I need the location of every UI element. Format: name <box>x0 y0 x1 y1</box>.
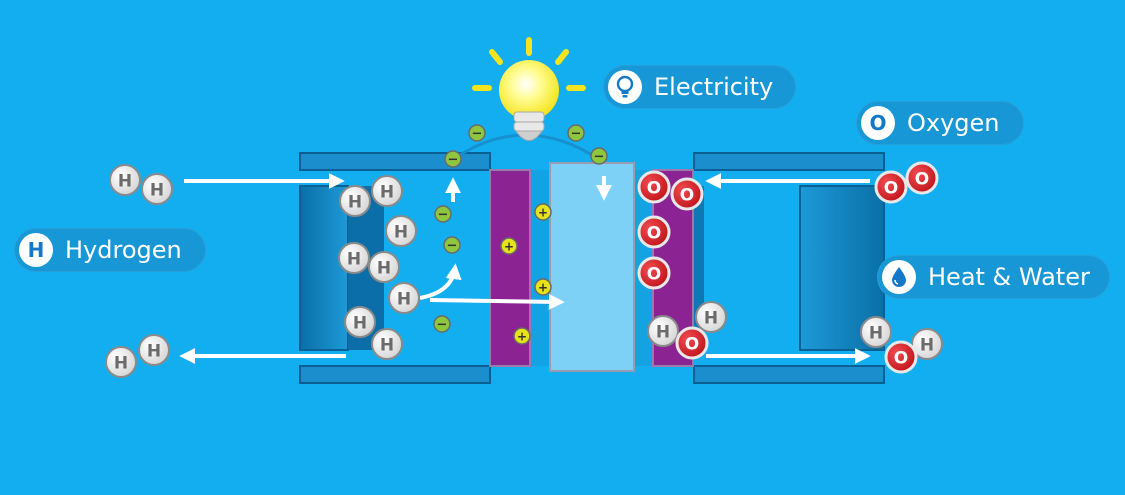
proton: + <box>513 327 531 345</box>
hydrogen-atom: H <box>647 315 679 347</box>
svg-text:H: H <box>347 250 361 270</box>
svg-text:H: H <box>656 323 670 343</box>
electron: − <box>443 236 461 254</box>
svg-text:O: O <box>884 179 898 199</box>
electron: − <box>567 124 585 142</box>
svg-text:O: O <box>685 335 699 355</box>
svg-text:H: H <box>394 223 408 243</box>
hydrogen-atom: H <box>385 215 417 247</box>
svg-text:O: O <box>647 179 661 199</box>
proton: + <box>500 237 518 255</box>
electron: − <box>590 147 608 165</box>
svg-text:H: H <box>869 324 883 344</box>
svg-text:−: − <box>472 127 483 142</box>
oxygen-atom: O <box>670 177 704 211</box>
heat-water-text: Heat & Water <box>928 263 1090 291</box>
svg-text:H: H <box>380 336 394 356</box>
svg-text:−: − <box>448 153 459 168</box>
hydrogen-atom: H <box>695 301 727 333</box>
oxygen-atom: O <box>637 256 671 290</box>
hydrogen-atom: H <box>860 316 892 348</box>
hydrogen-atom: H <box>388 282 420 314</box>
svg-text:O: O <box>647 265 661 285</box>
svg-text:+: + <box>538 281 548 295</box>
oxygen-atom: O <box>637 215 671 249</box>
svg-text:H: H <box>147 342 161 362</box>
oxygen-atom: O <box>874 170 908 204</box>
hydrogen-atom: H <box>368 251 400 283</box>
proton: + <box>534 203 552 221</box>
svg-text:+: + <box>517 330 527 344</box>
svg-text:H: H <box>118 172 132 192</box>
hydrogen-atom: H <box>138 334 170 366</box>
proton-flow-arrow <box>429 293 565 310</box>
svg-text:−: − <box>438 208 449 223</box>
electricity-text: Electricity <box>654 73 774 101</box>
hydrogen-atom: H <box>371 328 403 360</box>
svg-text:H: H <box>704 309 718 329</box>
oxygen-label: O Oxygen <box>856 101 1024 145</box>
electricity-label: Electricity <box>603 65 796 109</box>
svg-text:H: H <box>114 354 128 374</box>
svg-text:H: H <box>377 259 391 279</box>
oxygen-atom: O <box>905 161 939 195</box>
hydrogen-atom: H <box>105 346 137 378</box>
water-drop-icon <box>882 260 916 294</box>
oxygen-atom: O <box>637 170 671 204</box>
svg-text:−: − <box>571 127 582 142</box>
hydrogen-atom: H <box>371 175 403 207</box>
svg-text:H: H <box>348 193 362 213</box>
hydrogen-text: Hydrogen <box>65 236 182 264</box>
electron: − <box>433 315 451 333</box>
svg-text:O: O <box>647 224 661 244</box>
oxygen-atom: O <box>675 326 709 360</box>
gap-left <box>531 170 549 366</box>
flow-arrows <box>179 173 871 364</box>
hydrogen-atom-icon: H <box>19 233 53 267</box>
svg-text:O: O <box>680 186 694 206</box>
electrons: − − − − − − − <box>433 124 608 333</box>
oxygen-atom-icon: O <box>861 106 895 140</box>
lightbulb-icon <box>472 37 586 141</box>
hydrogen-atom: H <box>911 328 943 360</box>
svg-text:−: − <box>447 239 458 254</box>
heat-water-label: Heat & Water <box>877 255 1110 299</box>
oxygen-atom: O <box>884 340 918 374</box>
svg-text:O: O <box>915 170 929 190</box>
electron: − <box>434 205 452 223</box>
svg-text:+: + <box>538 206 548 220</box>
cathode-flow-plate <box>693 152 885 384</box>
hydrogen-atom: H <box>344 306 376 338</box>
svg-text:+: + <box>504 240 514 254</box>
svg-text:H: H <box>150 181 164 201</box>
proton: + <box>534 278 552 296</box>
svg-text:H: H <box>397 290 411 310</box>
hydrogen-label: H Hydrogen <box>14 228 206 272</box>
svg-text:−: − <box>594 150 605 165</box>
svg-text:H: H <box>920 336 934 356</box>
electron: − <box>468 124 486 142</box>
svg-text:−: − <box>437 318 448 333</box>
protons: + + + + <box>500 203 552 345</box>
svg-text:H: H <box>380 183 394 203</box>
electron-flow-curve <box>419 263 462 300</box>
hydrogen-atom: H <box>338 242 370 274</box>
hydrogen-atom: H <box>109 164 141 196</box>
svg-text:H: H <box>353 314 367 334</box>
electron: − <box>444 150 462 168</box>
hydrogen-atom: H <box>141 173 173 205</box>
oxygen-text: Oxygen <box>907 109 1000 137</box>
electrolyte-membrane <box>549 162 635 372</box>
hydrogen-atom: H <box>339 185 371 217</box>
lightbulb-icon <box>608 70 642 104</box>
svg-text:O: O <box>894 349 908 369</box>
